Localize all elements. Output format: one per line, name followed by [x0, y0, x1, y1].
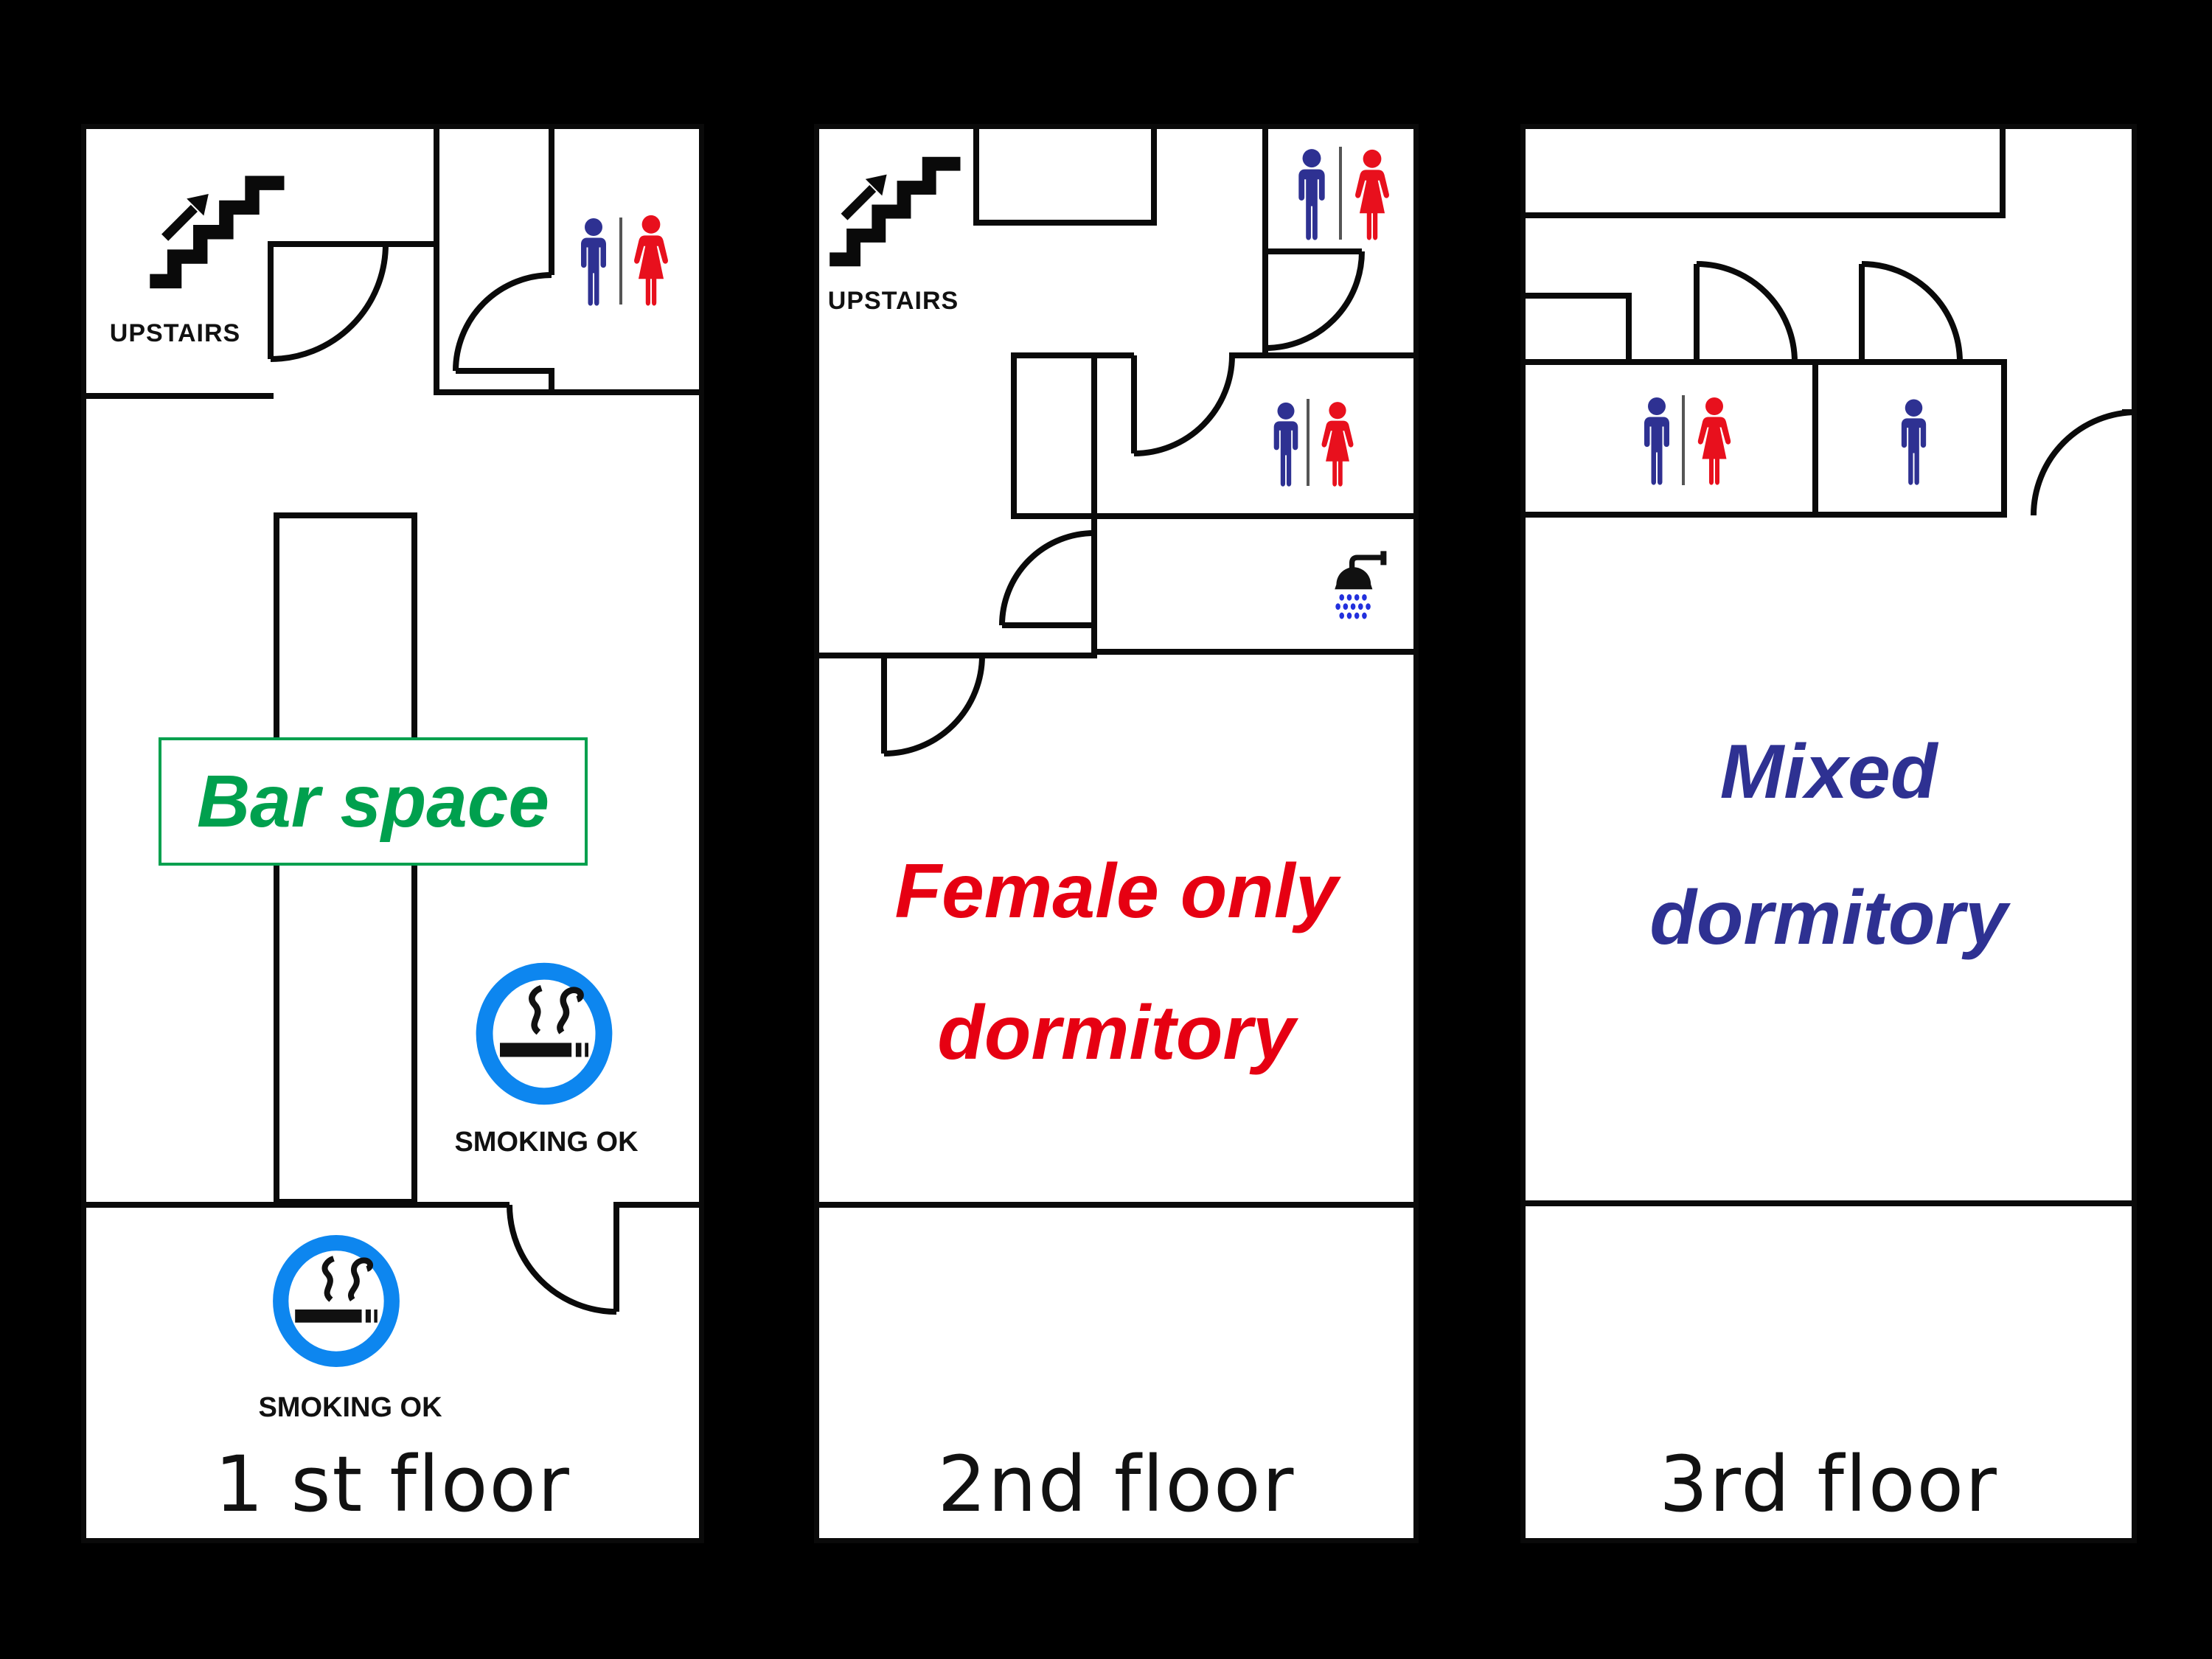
- smoking-allowed-icon: [470, 957, 618, 1110]
- bar-space-label: Bar space: [196, 759, 550, 843]
- mixed-dormitory-label-line1: Mixed: [1719, 729, 1938, 815]
- male-figure-icon: [1293, 143, 1331, 243]
- smoking-allowed-icon: [268, 1230, 405, 1372]
- wall: [2000, 124, 2006, 218]
- upstairs-label: UPSTAIRS: [109, 319, 241, 347]
- wall: [814, 1202, 1419, 1208]
- stairs-up-arrow-icon: [142, 157, 290, 293]
- wall: [1626, 293, 1632, 363]
- female-figure-icon: [1692, 392, 1736, 487]
- wall: [549, 124, 554, 275]
- male-figure-icon: [1638, 392, 1675, 487]
- female-dormitory-label-line1: Female only: [894, 849, 1338, 934]
- restroom-divider: [1307, 399, 1310, 486]
- male-figure-icon: [1268, 395, 1304, 489]
- restroom-divider: [619, 218, 622, 305]
- wall: [81, 1202, 509, 1208]
- wall: [1520, 359, 2007, 365]
- wall: [1520, 293, 1631, 299]
- male-figure-icon: [575, 214, 612, 308]
- wall: [1014, 352, 1134, 358]
- mixed-dormitory-label-line2: dormitory: [1649, 875, 2008, 961]
- wall: [613, 1202, 704, 1208]
- smoking-ok-label: SMOKING OK: [454, 1127, 639, 1158]
- wall: [434, 389, 704, 395]
- smoking-ok-label: SMOKING OK: [258, 1392, 442, 1423]
- wall: [434, 124, 439, 395]
- wall: [1520, 212, 2005, 218]
- floor-label-2nd: 2nd floor: [937, 1439, 1295, 1529]
- wall: [2001, 359, 2007, 518]
- panel-2nd-floor: [814, 124, 1419, 1543]
- upstairs-label: UPSTAIRS: [827, 287, 959, 315]
- female-figure-icon: [1349, 143, 1395, 243]
- wall: [81, 393, 274, 399]
- wall: [1229, 352, 1419, 358]
- stairs-up-arrow-icon: [822, 139, 966, 271]
- wall: [268, 241, 439, 247]
- male-figure-icon: [1896, 394, 1932, 487]
- wall: [1262, 124, 1268, 355]
- wall: [973, 220, 1157, 226]
- female-figure-icon: [1316, 395, 1359, 489]
- wall: [1812, 359, 1818, 518]
- female-dormitory-label-line2: dormitory: [937, 990, 1295, 1076]
- shower-icon: [1327, 531, 1397, 627]
- floor-label-3rd: 3rd floor: [1659, 1439, 1998, 1529]
- female-figure-icon: [628, 214, 674, 308]
- wall: [1151, 124, 1157, 223]
- wall: [1091, 352, 1097, 658]
- bar-space-area: Bar space: [159, 737, 588, 866]
- wall: [814, 653, 1094, 658]
- panel-3rd-floor: [1520, 124, 2137, 1543]
- wall: [1520, 1200, 2137, 1206]
- floor-label-1st: 1 st floor: [215, 1439, 571, 1529]
- wall: [1520, 512, 2007, 518]
- wall: [1011, 513, 1419, 519]
- restroom-divider: [1682, 395, 1685, 485]
- restroom-divider: [1339, 147, 1342, 240]
- wall: [1091, 649, 1419, 655]
- wall: [1011, 352, 1017, 519]
- wall: [549, 368, 554, 395]
- wall: [973, 124, 979, 223]
